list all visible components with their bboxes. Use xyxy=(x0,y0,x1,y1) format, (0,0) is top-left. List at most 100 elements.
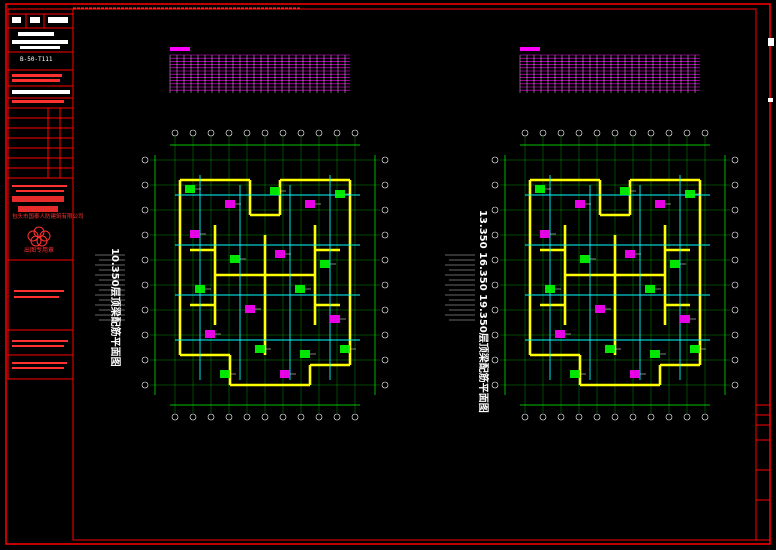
axis-bubble xyxy=(731,281,739,289)
axis-bubble xyxy=(557,413,565,421)
axis-bubble xyxy=(491,181,499,189)
axis-bubble xyxy=(647,129,655,137)
side-mark xyxy=(768,98,773,102)
plan-title-left: 10.350层顶梁配筋平面图 xyxy=(109,248,120,367)
rebar-tag xyxy=(645,285,655,293)
axis-bubble xyxy=(731,206,739,214)
axis-bubble xyxy=(141,306,149,314)
axis-bubble xyxy=(171,413,179,421)
axis-bubble xyxy=(381,156,389,164)
axis-bubble xyxy=(491,281,499,289)
axis-bubble xyxy=(141,381,149,389)
rebar-tag xyxy=(255,345,265,353)
axis-bubble xyxy=(225,413,233,421)
axis-bubble xyxy=(491,381,499,389)
seal-emblem xyxy=(27,226,51,247)
axis-bubble xyxy=(731,331,739,339)
axis-bubble xyxy=(611,413,619,421)
axis-bubble xyxy=(575,129,583,137)
axis-bubble xyxy=(351,129,359,137)
rebar-tag xyxy=(580,255,590,263)
project-number: B-50-T111 xyxy=(20,56,53,63)
axis-bubble xyxy=(207,129,215,137)
rebar-tag xyxy=(220,370,230,378)
rebar-tag xyxy=(620,187,630,195)
axis-bubble xyxy=(141,281,149,289)
axis-bubble xyxy=(611,129,619,137)
axis-bubble xyxy=(141,256,149,264)
axis-bubble xyxy=(381,306,389,314)
axis-bubble xyxy=(141,331,149,339)
axis-bubble xyxy=(381,356,389,364)
rebar-tag xyxy=(555,330,565,338)
rebar-tag xyxy=(595,305,605,313)
axis-bubble xyxy=(243,413,251,421)
axis-bubble xyxy=(333,413,341,421)
axis-bubble xyxy=(243,129,251,137)
axis-bubble xyxy=(731,356,739,364)
axis-bubble xyxy=(225,129,233,137)
axis-bubble xyxy=(315,413,323,421)
axis-bubble xyxy=(381,206,389,214)
rebar-tag xyxy=(295,285,305,293)
floor-plan-left xyxy=(95,47,389,421)
axis-bubble xyxy=(557,129,565,137)
title-block xyxy=(7,8,74,380)
axis-bubble xyxy=(189,129,197,137)
rebar-tag xyxy=(685,190,695,198)
axis-bubble xyxy=(491,156,499,164)
company-name: 包头市国泰人防建筑有限公司 xyxy=(12,214,84,220)
axis-bubble xyxy=(381,256,389,264)
rebar-tag xyxy=(630,370,640,378)
rebar-tag xyxy=(650,350,660,358)
rebar-tag xyxy=(185,185,195,193)
rebar-tag xyxy=(230,255,240,263)
rebar-tag xyxy=(625,250,635,258)
corner-mark xyxy=(768,38,774,46)
revision-block xyxy=(755,404,771,541)
axis-bubble xyxy=(731,381,739,389)
rebar-tag xyxy=(225,200,235,208)
axis-bubble xyxy=(491,206,499,214)
axis-bubble xyxy=(491,356,499,364)
rebar-tag xyxy=(655,200,665,208)
axis-bubble xyxy=(491,256,499,264)
axis-bubble xyxy=(189,413,197,421)
axis-bubble xyxy=(683,413,691,421)
axis-bubble xyxy=(701,413,709,421)
rebar-tag xyxy=(270,187,280,195)
rebar-tag xyxy=(320,260,330,268)
axis-bubble xyxy=(381,381,389,389)
rebar-tag xyxy=(545,285,555,293)
axis-bubble xyxy=(261,129,269,137)
axis-bubble xyxy=(351,413,359,421)
rebar-tag xyxy=(540,230,550,238)
axis-bubble xyxy=(381,331,389,339)
company-stamp-caption: 出图专用章 xyxy=(24,247,55,254)
axis-bubble xyxy=(171,129,179,137)
axis-bubble xyxy=(207,413,215,421)
outer-frame xyxy=(5,3,771,545)
axis-bubble xyxy=(141,356,149,364)
axis-bubble xyxy=(539,129,547,137)
axis-bubble xyxy=(141,206,149,214)
axis-bubble xyxy=(297,129,305,137)
axis-bubble xyxy=(731,156,739,164)
rebar-tag xyxy=(570,370,580,378)
rebar-tag xyxy=(605,345,615,353)
axis-bubble xyxy=(683,129,691,137)
axis-bubble xyxy=(279,413,287,421)
rebar-tag xyxy=(300,350,310,358)
axis-bubble xyxy=(701,129,709,137)
rebar-tag xyxy=(275,250,285,258)
axis-bubble xyxy=(315,129,323,137)
schedule-header xyxy=(520,47,540,51)
axis-bubble xyxy=(575,413,583,421)
axis-bubble xyxy=(141,156,149,164)
axis-bubble xyxy=(731,231,739,239)
axis-bubble xyxy=(521,413,529,421)
rebar-tag xyxy=(245,305,255,313)
rebar-tag xyxy=(680,315,690,323)
floor-plan-right xyxy=(445,47,739,421)
